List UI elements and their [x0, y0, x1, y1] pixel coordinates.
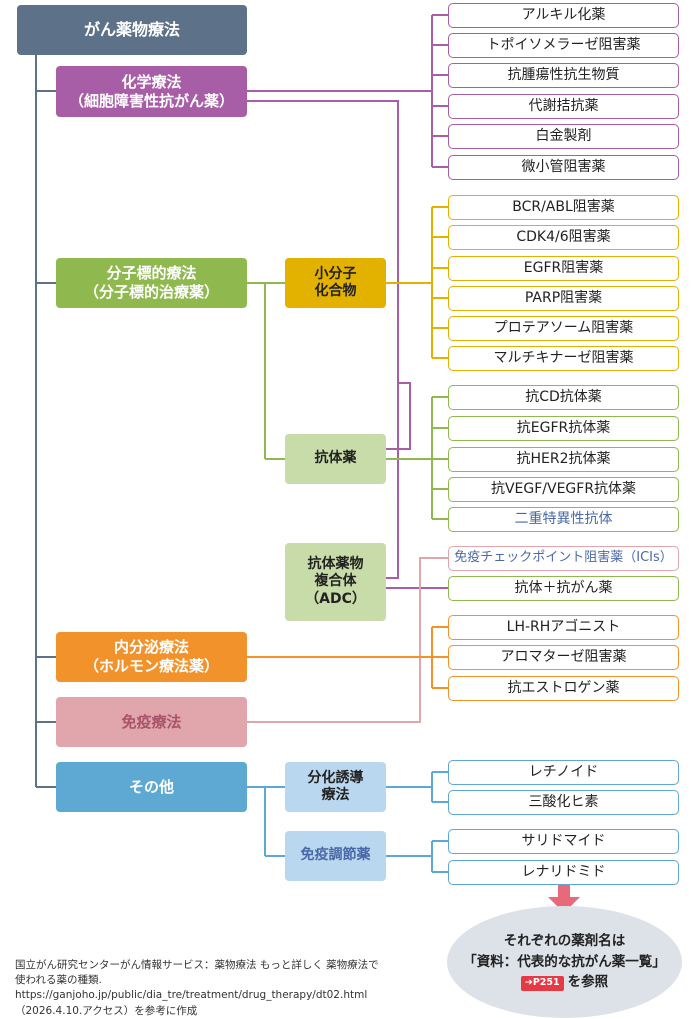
leaf-bcr-abl: BCR/ABL阻害薬 [448, 195, 679, 220]
subcategory-antibody: 抗体薬 [285, 434, 386, 484]
subcategory-immunomodulator: 免疫調節薬 [285, 831, 386, 881]
source-line1: 国立がん研究センターがん情報サービス：薬物療法 もっと詳しく 薬物療法で [15, 959, 379, 971]
leaf-anti-cd: 抗CD抗体薬 [448, 385, 679, 410]
subcategory-adc: 抗体薬物 複合体 （ADC） [285, 543, 386, 621]
leaf-platinum: 白金製剤 [448, 124, 679, 149]
leaf-antibody-drug: 抗体＋抗がん薬 [448, 576, 679, 601]
page-reference-badge[interactable]: ➔P251 [520, 976, 564, 992]
leaf-ici: 免疫チェックポイント阻害薬（ICIs） [448, 546, 679, 571]
leaf-thalidomide: サリドマイド [448, 829, 679, 854]
root-node: がん薬物療法 [17, 5, 247, 55]
leaf-topoisomerase: トポイソメラーゼ阻害薬 [448, 33, 679, 58]
leaf-anti-egfr: 抗EGFR抗体薬 [448, 416, 679, 441]
leaf-proteasome: プロテアソーム阻害薬 [448, 316, 679, 341]
source-note: 国立がん研究センターがん情報サービス：薬物療法 もっと詳しく 薬物療法で 使われ… [15, 958, 425, 1019]
down-arrow-icon [548, 885, 580, 913]
leaf-bispecific: 二重特異性抗体 [448, 507, 679, 532]
leaf-lenalidomide: レナリドミド [448, 860, 679, 885]
leaf-anti-vegf: 抗VEGF/VEGFR抗体薬 [448, 477, 679, 502]
leaf-anti-her2: 抗HER2抗体薬 [448, 447, 679, 472]
subcategory-differentiation: 分化誘導 療法 [285, 762, 386, 812]
leaf-egfr: EGFR阻害薬 [448, 256, 679, 281]
reference-line2: 「資料：代表的な抗がん薬一覧」 [463, 953, 666, 970]
leaf-multikinase: マルチキナーゼ阻害薬 [448, 346, 679, 371]
category-other: その他 [56, 762, 247, 812]
category-hormone-therapy: 内分泌療法 （ホルモン療法薬） [56, 632, 247, 682]
leaf-cdk46: CDK4/6阻害薬 [448, 225, 679, 250]
source-line2: 使われる薬の種類. [15, 974, 102, 987]
source-line4: （2026.4.10.アクセス）を参考に作成 [15, 1004, 198, 1017]
reference-line3: を参照 [567, 974, 609, 991]
leaf-antitumor-antibiotic: 抗腫瘍性抗生物質 [448, 63, 679, 88]
leaf-arsenic: 三酸化ヒ素 [448, 790, 679, 815]
leaf-parp: PARP阻害薬 [448, 286, 679, 311]
leaf-antiestrogen: 抗エストロゲン薬 [448, 676, 679, 701]
leaf-lhrh: LH-RHアゴニスト [448, 615, 679, 640]
leaf-antimetabolite: 代謝拮抗薬 [448, 94, 679, 119]
category-targeted-therapy: 分子標的療法 （分子標的治療薬） [56, 258, 247, 308]
leaf-retinoid: レチノイド [448, 760, 679, 785]
category-chemotherapy: 化学療法 （細胞障害性抗がん薬） [56, 66, 247, 117]
source-url[interactable]: https://ganjoho.jp/public/dia_tre/treatm… [15, 989, 368, 1002]
leaf-alkylating: アルキル化薬 [448, 3, 679, 28]
subcategory-small-molecule: 小分子 化合物 [285, 258, 386, 308]
leaf-aromatase: アロマターゼ阻害薬 [448, 645, 679, 670]
reference-line1: それぞれの薬剤名は [503, 932, 626, 949]
category-immunotherapy: 免疫療法 [56, 697, 247, 747]
leaf-microtubule: 微小管阻害薬 [448, 155, 679, 180]
